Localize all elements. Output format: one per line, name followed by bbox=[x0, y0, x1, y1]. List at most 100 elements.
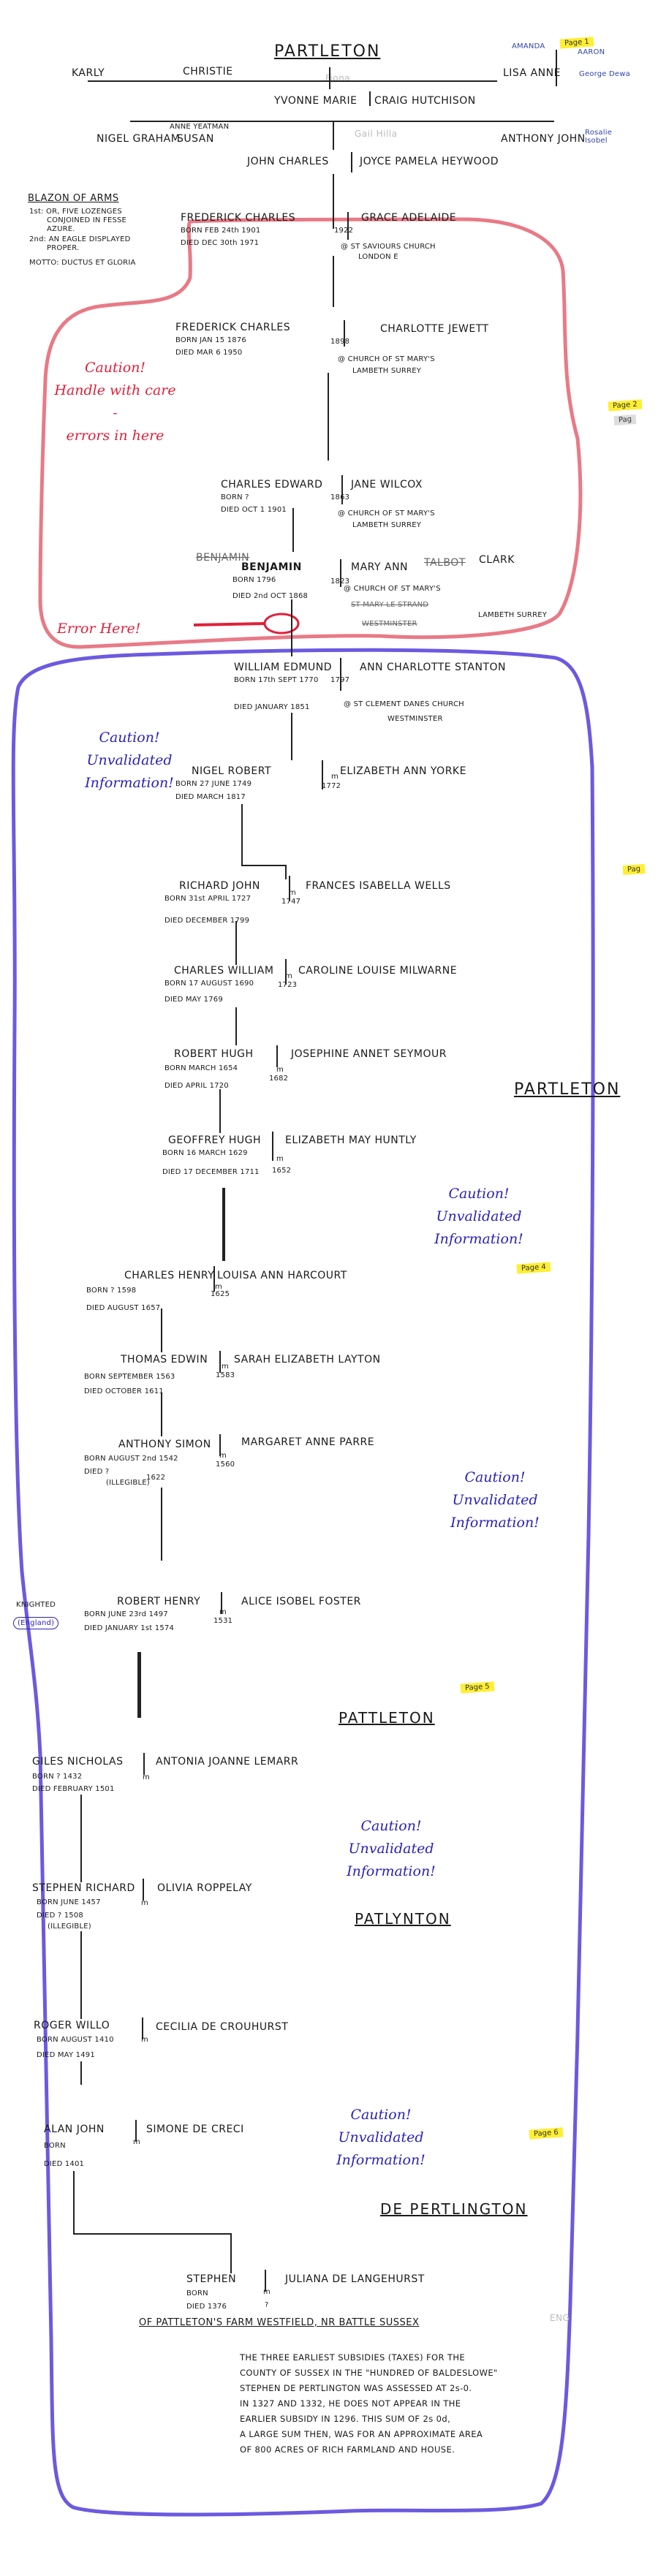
born: BORN AUGUST 2nd 1542 bbox=[84, 1455, 178, 1463]
church: LAMBETH SURREY bbox=[352, 521, 422, 529]
name-simone: SIMONE DE CRECI bbox=[146, 2124, 244, 2135]
marriage-year: 1682 bbox=[269, 1075, 289, 1083]
name-rosalie: Rosalie Isobel bbox=[585, 129, 613, 145]
tree-line bbox=[291, 599, 292, 656]
born: BORN ? bbox=[221, 493, 249, 501]
church: @ CHURCH OF ST MARY'S bbox=[338, 355, 435, 363]
surname-heading-2: PARTLETON bbox=[514, 1080, 621, 1099]
caution-line: Caution! bbox=[448, 1186, 510, 1202]
name-clark: CLARK bbox=[479, 554, 515, 566]
marriage-year: 1898 bbox=[330, 338, 350, 346]
caution-line: Unvalidated bbox=[338, 2129, 424, 2145]
born: BORN bbox=[186, 2289, 208, 2297]
caution-line: Information! bbox=[347, 1863, 436, 1879]
name-william: WILLIAM EDMUND bbox=[234, 662, 333, 673]
name-alan: ALAN JOHN bbox=[44, 2124, 105, 2135]
name-anthony-simon: ANTHONY SIMON bbox=[118, 1439, 211, 1450]
caution-line: Unvalidated bbox=[436, 1208, 522, 1224]
caution-line: Caution! bbox=[464, 1469, 526, 1485]
name-mary-ann: MARY ANN bbox=[351, 561, 409, 573]
name-george-dewa: George Dewa bbox=[579, 70, 630, 78]
marriage-year: 1531 bbox=[213, 1617, 233, 1625]
name-joyce: JOYCE PAMELA HEYWOOD bbox=[360, 156, 499, 167]
name-elizabeth-yorke: ELIZABETH ANN YORKE bbox=[340, 765, 466, 777]
name-stephen: STEPHEN bbox=[186, 2273, 237, 2285]
tree-line bbox=[80, 1931, 82, 2019]
marriage-year: 1625 bbox=[211, 1290, 230, 1298]
tree-line bbox=[142, 2018, 143, 2039]
name-lisa-anne: LISA ANNE bbox=[503, 67, 561, 79]
tree-line bbox=[289, 876, 290, 901]
tree-line bbox=[222, 1188, 225, 1261]
tree-line bbox=[80, 2061, 82, 2085]
name-frances: FRANCES ISABELLA WELLS bbox=[306, 880, 451, 892]
tree-line bbox=[161, 1393, 162, 1436]
born: BORN bbox=[44, 2142, 66, 2150]
died: DIED OCTOBER 1611 bbox=[84, 1387, 164, 1395]
name-charles-william: CHARLES WILLIAM bbox=[174, 965, 274, 977]
page-tag-2: Page 2 bbox=[608, 399, 643, 412]
marriage-m: m bbox=[215, 1283, 222, 1291]
westfield-note: OF PATTLETON'S FARM WESTFIELD, NR BATTLE… bbox=[139, 2317, 420, 2328]
born: BORN JAN 15 1876 bbox=[175, 336, 246, 344]
name-nigel-robert: NIGEL ROBERT bbox=[192, 765, 272, 777]
name-geoffrey: GEOFFREY HUGH bbox=[168, 1134, 262, 1146]
born: BORN ? 1598 bbox=[86, 1287, 137, 1295]
faint-name-right: Gail Hilla bbox=[355, 129, 398, 139]
blue-caution-outline bbox=[11, 648, 595, 2517]
error-circle bbox=[263, 613, 300, 634]
tree-line bbox=[80, 1795, 82, 1882]
caution-blue-5: Caution! Unvalidated Information! bbox=[319, 2104, 443, 2172]
church: LAMBETH SURREY bbox=[352, 367, 422, 375]
name-stephen-richard: STEPHEN RICHARD bbox=[32, 1882, 135, 1894]
tree-line bbox=[230, 2233, 232, 2273]
marriage-unknown: ? bbox=[265, 2301, 269, 2309]
name-richard-john: RICHARD JOHN bbox=[179, 880, 260, 892]
caution-line: Information! bbox=[336, 2152, 426, 2168]
caution-red: Caution! Handle with care - errors in he… bbox=[51, 357, 179, 447]
caution-line: Caution! bbox=[84, 360, 146, 376]
name-benjamin-struck: BENJAMIN bbox=[196, 552, 250, 564]
name-louisa: LOUISA ANN HARCOURT bbox=[217, 1270, 347, 1281]
blazon-line: CONJOINED IN FESSE bbox=[47, 216, 127, 224]
tree-line bbox=[333, 121, 334, 150]
tree-line bbox=[161, 1488, 162, 1561]
knighted-england: (England) bbox=[13, 1617, 59, 1629]
died: DIED MAY 1769 bbox=[164, 996, 223, 1004]
name-talbot: TALBOT bbox=[424, 557, 466, 569]
died: DIED DEC 30th 1971 bbox=[181, 239, 260, 247]
tree-line bbox=[285, 865, 287, 879]
marriage-m: m bbox=[276, 1066, 284, 1074]
blazon-line: 2nd: AN EAGLE DISPLAYED bbox=[29, 235, 131, 243]
name-ann-charlotte: ANN CHARLOTTE STANTON bbox=[360, 662, 506, 673]
born: BORN 31st APRIL 1727 bbox=[164, 895, 252, 903]
page-tag-4: Page 4 bbox=[516, 1262, 551, 1274]
marriage-year: 1723 bbox=[278, 981, 298, 989]
born: BORN JUNE 1457 bbox=[37, 1898, 101, 1906]
name-josephine: JOSEPHINE ANNET SEYMOUR bbox=[291, 1048, 447, 1060]
subsidies-footnote: THE THREE EARLIEST SUBSIDIES (TAXES) FOR… bbox=[240, 2350, 561, 2458]
tree-line bbox=[219, 1351, 221, 1373]
knighted-note: KNIGHTED bbox=[16, 1601, 56, 1609]
name-elizabeth-huntly: ELIZABETH MAY HUNTLY bbox=[285, 1134, 417, 1146]
name-giles: GILES NICHOLAS bbox=[32, 1756, 124, 1768]
tree-line bbox=[235, 1007, 237, 1045]
tree-line bbox=[143, 1753, 145, 1775]
tree-line bbox=[285, 959, 287, 985]
caution-line: Handle with care - bbox=[54, 382, 176, 421]
name-amanda: AMANDA bbox=[512, 42, 545, 50]
church: @ CHURCH OF ST MARY'S bbox=[338, 509, 435, 518]
caution-line: Information! bbox=[85, 775, 174, 791]
died: DIED OCT 1 1901 bbox=[221, 506, 287, 514]
footnote-line: THE THREE EARLIEST SUBSIDIES (TAXES) FOR… bbox=[240, 2352, 466, 2363]
name-anne-yeatman: ANNE YEATMAN bbox=[170, 123, 230, 131]
tree-line bbox=[347, 212, 349, 240]
caution-line: errors in here bbox=[66, 428, 164, 444]
marriage-m: m bbox=[141, 2036, 148, 2044]
born: BORN AUGUST 1410 bbox=[37, 2036, 114, 2044]
footnote-line: OF 800 ACRES OF RICH FARMLAND AND HOUSE. bbox=[240, 2444, 455, 2455]
tree-line bbox=[291, 713, 292, 760]
church: LAMBETH SURREY bbox=[478, 611, 548, 619]
tree-line bbox=[241, 804, 243, 866]
marriage-m: m bbox=[285, 972, 292, 980]
